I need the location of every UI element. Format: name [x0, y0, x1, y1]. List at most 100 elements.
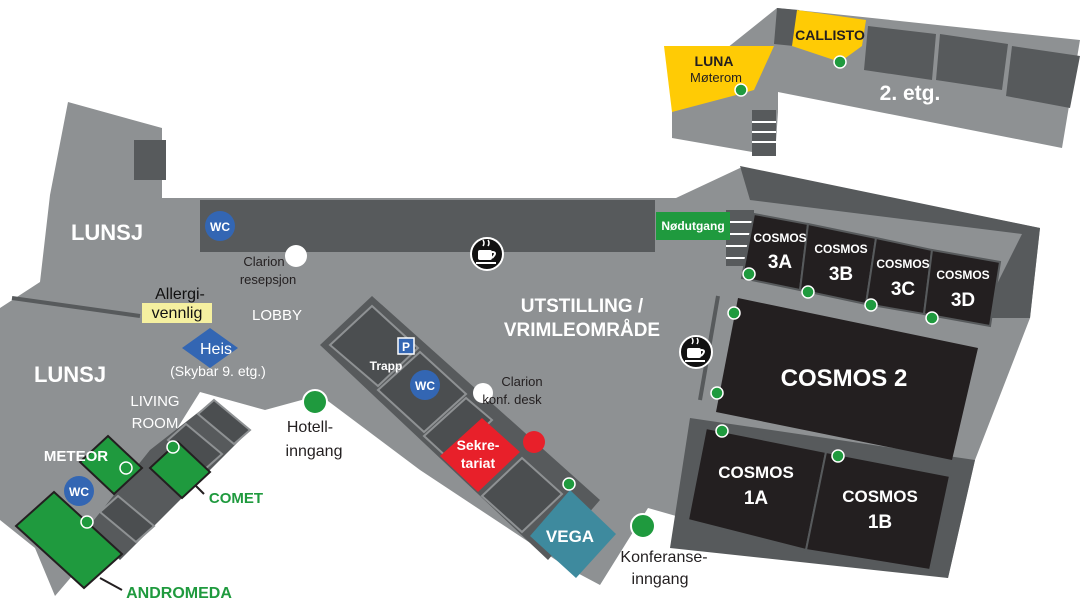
cosmos-3b-label: COSMOS	[814, 242, 867, 256]
allergi-label-1: Allergi-	[155, 286, 205, 303]
cosmos-3c-number: 3C	[891, 279, 916, 300]
cosmos-1a-label: COSMOS	[718, 463, 794, 482]
nodutgang-label: Nødutgang	[661, 219, 724, 233]
heis-sublabel: (Skybar 9. etg.)	[170, 363, 266, 379]
clarion-desk-icon	[473, 383, 493, 403]
sekretariat-label-1: Sekre-	[457, 437, 500, 453]
andromeda-room[interactable]	[14, 490, 124, 590]
cosmos-1a-number: 1A	[744, 488, 769, 509]
andromeda-label: ANDROMEDA	[126, 585, 232, 602]
wc-icon	[410, 370, 440, 400]
luna-room[interactable]	[664, 46, 774, 112]
door-dot-icon	[80, 515, 94, 529]
sekretariat-label-2: tariat	[461, 455, 496, 471]
wc-icon	[205, 211, 235, 241]
floor2-room-1	[864, 26, 936, 80]
door-dot-icon	[715, 424, 729, 438]
red-marker-icon	[523, 431, 545, 453]
cosmos-1b-room[interactable]	[804, 450, 952, 572]
door-dot-icon	[925, 311, 939, 325]
luna-door-icon	[734, 83, 748, 97]
hotell-label-2: inngang	[286, 443, 343, 460]
hotell-entrance-icon[interactable]	[302, 389, 328, 415]
door-dot-icon	[864, 298, 878, 312]
lunsj-top-label: LUNSJ	[71, 220, 143, 245]
heis-icon	[182, 328, 238, 368]
door-dot-icon	[710, 386, 724, 400]
clarion-resepsjon-icon	[285, 245, 307, 267]
green-rooms	[14, 212, 730, 590]
lunsj-divider	[11, 296, 141, 318]
cosmos-3a-number: 3A	[768, 252, 793, 273]
parking-icon	[397, 337, 415, 355]
cosmos-3c-label: COSMOS	[876, 257, 929, 271]
door-dot-icon	[831, 449, 845, 463]
block-room-5	[480, 456, 564, 534]
utstilling-label-1: UTSTILLING /	[521, 296, 644, 317]
callisto-label: CALLISTO	[795, 27, 865, 43]
wc-label: WC	[210, 220, 230, 234]
hotell-label-1: Hotell-	[287, 419, 333, 436]
clarion-desk-label-2: konf. desk	[482, 392, 542, 407]
living-room-label-2: ROOM	[132, 415, 179, 432]
clarion-resepsjon-label-1: Clarion	[243, 254, 284, 269]
parking-label: P	[402, 340, 410, 354]
lobby-label: LOBBY	[252, 307, 302, 324]
living-room-label-1: LIVING	[130, 393, 179, 410]
clarion-resepsjon-label-2: resepsjon	[240, 272, 296, 287]
door-dot-icon	[562, 477, 576, 491]
konferanse-label-2: inngang	[632, 571, 689, 588]
allergi-badge	[142, 303, 212, 323]
cosmos-3d-room[interactable]	[922, 248, 1002, 328]
door-dot-icon	[119, 461, 133, 475]
allergi-label-2: vennlig	[152, 305, 203, 322]
luna-label: LUNA	[695, 53, 734, 69]
lobby-counter-wall	[200, 200, 655, 252]
floor2-wall	[774, 8, 799, 46]
trapp-room	[328, 304, 420, 388]
cosmos-outer-wall	[740, 166, 1040, 318]
cosmos-3d-label: COSMOS	[936, 268, 989, 282]
floor2-room-2	[936, 34, 1008, 90]
heis-label: Heis	[200, 341, 232, 358]
coffee-icon	[470, 237, 504, 271]
cosmos-1b-label: COSMOS	[842, 487, 918, 506]
luna-sublabel: Møterom	[690, 70, 742, 85]
wc-icon	[64, 476, 94, 506]
utstilling-label-2: VRIMLEOMRÅDE	[504, 320, 660, 341]
floor2-wing: LUNA Møterom CALLISTO 2. etg.	[664, 8, 1080, 156]
cosmos-3a-label: COSMOS	[753, 231, 806, 245]
lunsj-left-label: LUNSJ	[34, 362, 106, 387]
sekretariat-room[interactable]	[440, 418, 520, 492]
vega-label: VEGA	[546, 527, 594, 546]
comet-label: COMET	[209, 490, 263, 507]
floor2-room-3	[1006, 46, 1080, 108]
cosmos-rooms	[686, 212, 1002, 572]
cosmos-3d-number: 3D	[951, 290, 975, 311]
coffee-icon	[679, 335, 713, 369]
living-room-3	[98, 494, 156, 544]
living-room-1	[196, 398, 252, 446]
vega-room[interactable]	[530, 490, 616, 578]
door-dot-icon	[801, 285, 815, 299]
markers: WC WC WC P	[64, 211, 939, 539]
wc-label: WC	[69, 485, 89, 499]
door-dot-icon	[166, 440, 180, 454]
meteor-label: METEOR	[44, 448, 108, 465]
callisto-room[interactable]	[792, 10, 866, 62]
nodutgang-sign	[656, 212, 730, 240]
callisto-door-icon	[833, 55, 847, 69]
cosmos-1b-number: 1B	[868, 512, 892, 533]
konferanse-label-1: Konferanse-	[620, 549, 707, 566]
cosmos-2-label: COSMOS 2	[781, 365, 908, 392]
meteor-room[interactable]	[78, 434, 144, 496]
lunsj-wall-block	[134, 140, 166, 180]
cosmos-3b-number: 3B	[829, 264, 853, 285]
floor2-label: 2. etg.	[880, 82, 941, 105]
wc-label: WC	[415, 379, 435, 393]
konferanse-entrance-icon[interactable]	[630, 513, 656, 539]
block-room-3	[422, 396, 494, 462]
cosmos-2-room[interactable]	[716, 298, 978, 460]
door-dot-icon	[742, 267, 756, 281]
